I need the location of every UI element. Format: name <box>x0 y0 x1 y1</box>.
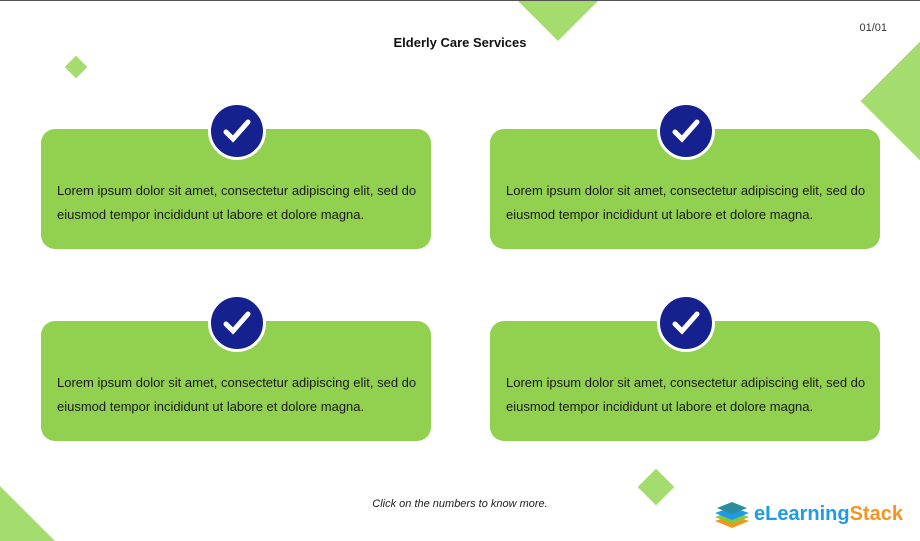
page-indicator: 01/01 <box>859 22 887 34</box>
info-card: Lorem ipsum dolor sit amet, consectetur … <box>41 102 431 249</box>
card-text: Lorem ipsum dolor sit amet, consectetur … <box>506 183 866 222</box>
instruction-text: Click on the numbers to know more. <box>372 498 548 510</box>
info-card: Lorem ipsum dolor sit amet, consectetur … <box>490 102 880 249</box>
card-text: Lorem ipsum dolor sit amet, consectetur … <box>506 375 866 414</box>
books-icon <box>715 502 749 528</box>
decor-top-triangle <box>518 1 598 41</box>
check-icon[interactable] <box>657 102 715 160</box>
decor-bottom-left-triangle <box>0 486 55 541</box>
card-text: Lorem ipsum dolor sit amet, consectetur … <box>57 375 417 414</box>
check-icon[interactable] <box>208 102 266 160</box>
info-card: Lorem ipsum dolor sit amet, consectetur … <box>41 294 431 441</box>
logo-text-elearning: eLearning <box>754 502 850 525</box>
logo-text-stack: Stack <box>849 502 903 525</box>
page-title: Elderly Care Services <box>393 35 527 50</box>
check-icon[interactable] <box>657 294 715 352</box>
check-icon[interactable] <box>208 294 266 352</box>
decor-small-diamond <box>64 55 88 79</box>
card-text: Lorem ipsum dolor sit amet, consectetur … <box>57 183 417 222</box>
info-card: Lorem ipsum dolor sit amet, consectetur … <box>490 294 880 441</box>
